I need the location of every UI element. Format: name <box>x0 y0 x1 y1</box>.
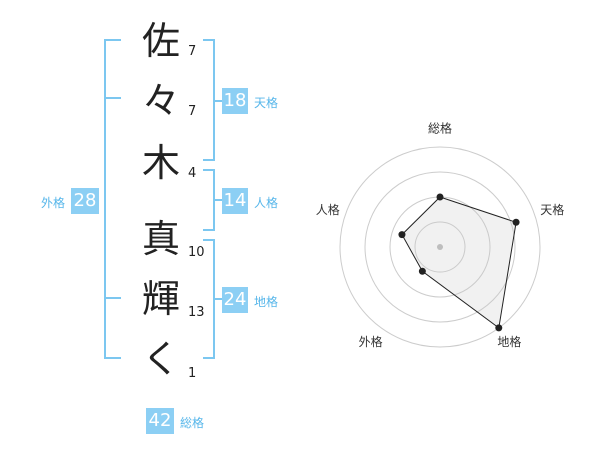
stroke-count-3: 4 <box>188 166 197 181</box>
name-char-2: 々 <box>141 79 180 123</box>
name-char-3: 木 <box>141 141 180 185</box>
radar-axis-label-4: 外格 <box>359 334 383 349</box>
gaikaku-bracket <box>104 39 121 359</box>
radar-ring-4 <box>339 146 541 348</box>
stroke-count-2: 7 <box>188 104 197 119</box>
soukaku-label: 総格 <box>180 416 205 430</box>
chikaku-label: 地格 <box>254 295 279 309</box>
jinkaku-label: 人格 <box>254 196 279 210</box>
tenkaku-label: 天格 <box>254 96 279 110</box>
radar-ring-3 <box>364 171 516 323</box>
name-char-1: 佐 <box>141 19 180 63</box>
radar-axis-label-1: 総格 <box>428 121 452 136</box>
radar-center-dot <box>437 244 443 250</box>
gaikaku-value-box: 28 <box>71 188 99 214</box>
radar-ring-1 <box>414 221 466 273</box>
radar-series-polygon <box>401 196 517 329</box>
stroke-count-6: 1 <box>188 366 197 381</box>
stroke-count-4: 10 <box>188 245 205 260</box>
radar-axis-label-5: 人格 <box>316 202 340 217</box>
name-char-6: く <box>141 337 180 381</box>
radar-point-2 <box>512 218 520 226</box>
radar-point-3 <box>495 324 503 332</box>
jinkaku-value-box: 14 <box>222 188 248 214</box>
radar-point-5 <box>398 231 406 239</box>
stroke-count-1: 7 <box>188 44 197 59</box>
name-char-5: 輝 <box>141 277 180 321</box>
radar-point-1 <box>436 193 444 201</box>
soukaku-value-box: 42 <box>146 408 174 434</box>
radar-point-4 <box>418 267 426 275</box>
radar-axis-label-2: 天格 <box>540 202 564 217</box>
gaikaku-label: 外格 <box>41 196 66 210</box>
name-char-4: 真 <box>141 217 180 261</box>
radar-axis-label-3: 地格 <box>497 334 521 349</box>
stroke-count-5: 13 <box>188 305 205 320</box>
chikaku-value-box: 24 <box>222 287 248 313</box>
tenkaku-value-box: 18 <box>222 88 248 114</box>
